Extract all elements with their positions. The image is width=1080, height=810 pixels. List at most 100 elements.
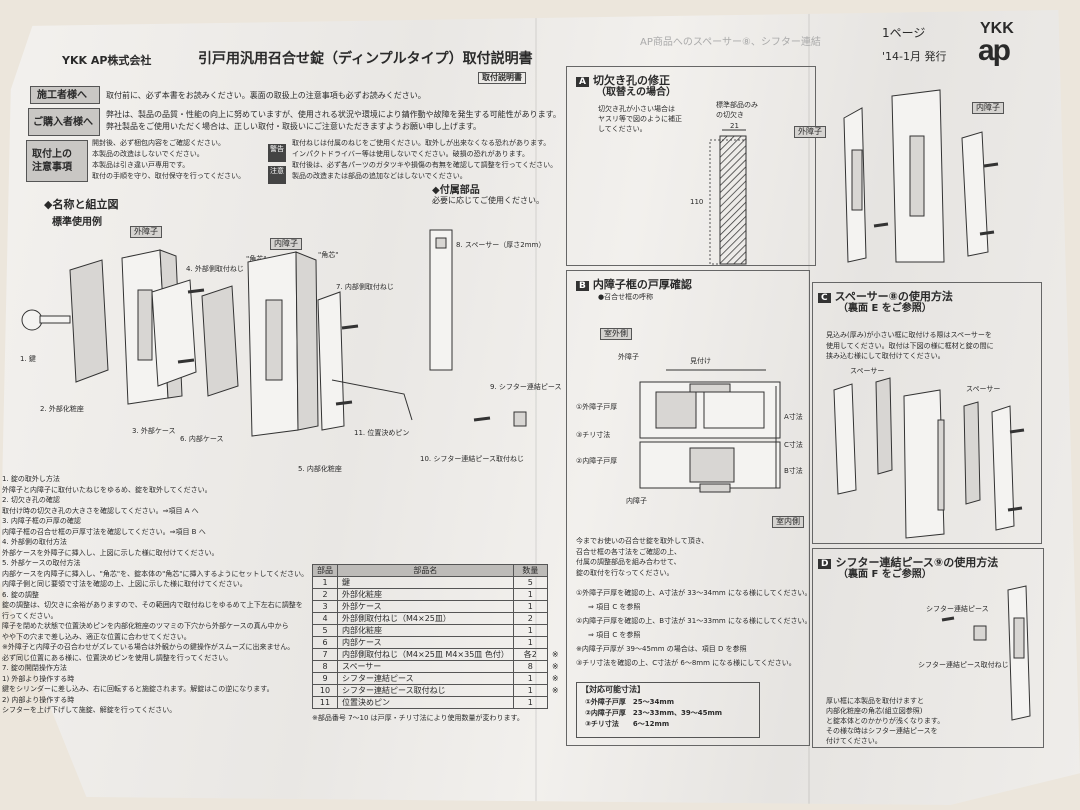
door-cutout <box>909 135 925 217</box>
step-line: 3. 内障子框の戸厚の確認 <box>2 517 81 525</box>
caution-left-list: 開封後、必ず梱包内容をご確認ください。 本製品の改造はしないでください。 本製品… <box>92 138 245 182</box>
section-c-sub: （裏面 E をご参照） <box>838 303 932 314</box>
shifter-screw <box>473 416 491 422</box>
desc-line: 見込み(厚み)が小さい框に取付ける際はスペーサーを <box>826 331 992 339</box>
mitsuke-part <box>689 383 731 393</box>
buyer-text-1: 弊社は、製品の品質・性能の向上に努めていますが、使用される状況や環境により錆作動… <box>106 110 561 119</box>
intro-line: 召合せ框の各寸法をご確認の上、 <box>576 547 681 556</box>
table-mark: ※ <box>551 662 559 671</box>
step-line: 内障子框の召合せ框の戸厚寸法を確認してください。⇒項目 B へ <box>2 527 206 536</box>
inner-escutcheon <box>317 291 345 431</box>
key-blade <box>39 315 71 324</box>
step-line: 障子を閉めた状態で位置決めピンを内部化粧座のツマミの下穴から外部ケースの真ん中か… <box>2 622 289 630</box>
inner-shoji-label-b: 内障子 <box>626 497 647 505</box>
section-d-badge: D <box>818 559 832 569</box>
desc-line: 使用してください。取付は下図の様に框材と錠の間に <box>826 341 994 350</box>
c-frame <box>903 389 945 539</box>
part-label: 10. シフター連結ピース取付ねじ <box>420 455 525 463</box>
screw <box>983 162 999 168</box>
section-b-badge: B <box>576 281 589 291</box>
compat-line: ③チリ寸法 6〜12mm <box>585 720 670 729</box>
step-line: 5. 外部ケースの取付方法 <box>2 559 81 567</box>
mitsuke-label: 見付け <box>690 357 711 365</box>
screw <box>341 324 359 330</box>
section-a-note: 切欠き孔が小さい場合は <box>598 105 675 113</box>
issue-date: '14-1月 発行 <box>882 50 947 64</box>
part-label: 11. 位置決めピン <box>354 429 410 437</box>
fold-crease <box>535 10 537 805</box>
shifter-piece-label: シフター連結ピース <box>926 605 989 613</box>
spacer-part <box>429 229 453 371</box>
desc-line: 内部化粧座の角芯(組立図参照) <box>826 707 923 715</box>
outdoor-tag: 室外側 <box>600 328 632 341</box>
part-label: 9. シフター連結ピース <box>490 383 562 391</box>
outer-profile-core <box>655 391 697 429</box>
shifter-piece <box>513 411 527 427</box>
part-label: 5. 内部化粧座 <box>298 465 342 473</box>
step-line: 7. 錠の開閉操作方法 <box>2 664 67 672</box>
section-a-title-1: 切欠き孔の修正 <box>592 74 670 87</box>
section-d-desc: 厚い框に本製品を取付けますと 内部化粧座の角芯(組立図参照) と錠本体とのかかり… <box>826 696 944 746</box>
inner-case <box>201 285 239 397</box>
part-label: 6. 内部ケース <box>180 435 224 443</box>
outer-case <box>151 279 197 387</box>
section-c-badge: C <box>818 293 831 303</box>
caution-item: 取付後は、必ず各パーツのガタツキや損傷の有無を確認して調整を行ってください。 <box>292 161 558 169</box>
section-d-sub: （裏面 F をご参照） <box>838 569 932 580</box>
section-a-subtitle: （取替えの場合） <box>596 87 676 98</box>
section-a-badge: A <box>576 77 589 87</box>
section-c <box>812 282 1042 544</box>
compat-line: ②内障子戸厚 23〜33mm、39〜45mm <box>585 709 723 718</box>
c-spacer-right <box>963 401 981 505</box>
compat-box: 【対応可能寸法】 ①外障子戸厚 25〜34mm ②内障子戸厚 23〜33mm、3… <box>576 682 760 738</box>
steps-list: 1. 錠の取外し方法 外障子と内障子に取付いたねじをゆるめ、錠を取外してください… <box>2 474 308 716</box>
outer-shoji-label-b: 外障子 <box>618 353 639 361</box>
section-d-title-text: シフター連結ピース⑨の使用方法 <box>835 556 999 569</box>
step-line: 外障子と内障子に取付いたねじをゆるめ、錠を取外してください。 <box>2 485 212 494</box>
intro-line: 今までお使いの召合せ錠を取外して頂き、 <box>576 537 709 545</box>
table-mark: ※ <box>551 650 559 659</box>
screw <box>1009 428 1025 434</box>
caution-item: 取付ねじは付属のねじをご使用ください。取外しが出来なくなる恐れがあります。 <box>292 139 551 147</box>
dim-height: 110 <box>690 198 704 206</box>
table-mark: ※ <box>551 686 559 695</box>
outer-shoji-tag: 外障子 <box>130 226 162 239</box>
screw <box>187 288 205 294</box>
part-label: 7. 内部側取付ねじ <box>336 283 394 291</box>
inner-shoji-tag: 内障子 <box>270 238 302 251</box>
section-d <box>812 548 1044 748</box>
table-cell: 4 <box>312 612 338 625</box>
warning-badge-text: 警告 <box>270 145 284 153</box>
outer-shoji-tag-a: 外障子 <box>794 126 826 139</box>
dim-label-right: A寸法 <box>784 413 803 421</box>
dim-label-right: B寸法 <box>784 467 803 475</box>
inner-profile-core <box>689 447 735 483</box>
logo-ap: ap <box>978 34 1011 67</box>
inner-cutout <box>265 299 283 381</box>
c-outer-case <box>833 383 857 495</box>
section-b <box>566 270 810 746</box>
step-line: 錠の調整は、切欠きに余裕がありますので、その範囲内で取付ねじをゆるめて上下左右に… <box>2 601 303 609</box>
step-line: 6. 錠の調整 <box>2 590 39 599</box>
positioning-pin <box>331 379 413 421</box>
step-line: やや下の穴まで差し込み、適正な位置に合わせてください。 <box>2 632 191 641</box>
outer-cutout <box>137 289 153 361</box>
spacer-hole <box>435 237 447 249</box>
step-line: 必ず同じ位置にある様に、位置決めピンを使用し調整を行ってください。 <box>2 653 233 662</box>
screw <box>979 230 995 236</box>
section-c-desc: 見込み(厚み)が小さい框に取付ける際はスペーサーを 使用してください。取付は下図… <box>826 330 994 362</box>
accessory-title: ◆付属部品 <box>432 185 480 196</box>
part-label: 8. スペーサー（厚さ2mm） <box>456 241 546 249</box>
caution-badge: 注意 <box>268 166 286 184</box>
